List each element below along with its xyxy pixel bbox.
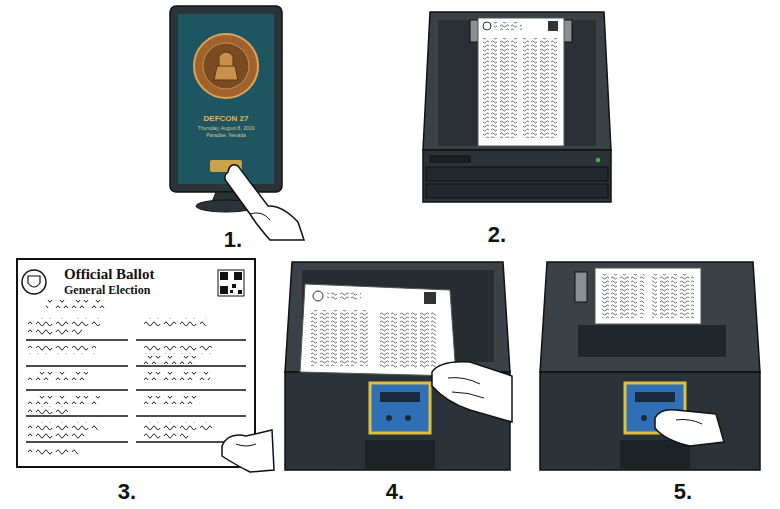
paper-ballot: Official BallotGeneral Election <box>16 258 256 468</box>
scanner-top <box>540 262 760 372</box>
hand-line <box>250 213 270 220</box>
hand <box>655 410 724 446</box>
screen-emblem <box>194 34 258 98</box>
scanner-top <box>285 262 510 372</box>
printer-roller <box>562 20 572 42</box>
ballot-scribble <box>140 318 206 326</box>
ballot-scribble <box>494 22 522 30</box>
ballot-rules <box>26 340 246 442</box>
ballot-qr <box>548 21 558 31</box>
ballot-scribble <box>28 318 100 326</box>
ballot-shield <box>28 276 40 287</box>
scanner-roller <box>575 272 587 302</box>
node-text: Paradise, Nevada <box>206 132 246 139</box>
scanner-display <box>635 392 675 402</box>
emblem-figure <box>214 52 238 80</box>
ballot-scribble <box>46 300 106 308</box>
ballot-scribble <box>140 422 212 430</box>
scanner-foot <box>365 440 435 470</box>
ballot-qr-cells <box>220 272 242 294</box>
scanner-display <box>380 392 420 402</box>
scanner-front <box>285 372 510 470</box>
ballot-scribble <box>28 396 100 404</box>
ballot-scribble <box>652 274 694 318</box>
scanner-button <box>660 415 666 421</box>
ballot-scribble <box>140 356 196 364</box>
ballot-qr <box>218 270 244 296</box>
ballot-scribble <box>140 346 212 354</box>
scanner-button <box>641 415 647 421</box>
printer-tray <box>438 20 596 146</box>
printer-top <box>423 12 611 150</box>
scanner-panel <box>370 383 430 433</box>
ballot-scribble <box>28 328 82 336</box>
scanner-tray <box>578 325 726 357</box>
tablet-base <box>196 200 256 212</box>
scanner-panel <box>625 383 685 433</box>
printer-front <box>423 150 611 202</box>
scanner-button <box>405 415 411 421</box>
ballot-scribble <box>378 312 436 368</box>
ballot-scribble <box>523 38 557 138</box>
screen-emblem-inner <box>203 43 249 89</box>
scanner-button <box>386 415 392 421</box>
screen-button <box>210 160 242 172</box>
printer-roller <box>470 20 480 42</box>
ballot-scribble <box>28 372 88 380</box>
ballot-scribble <box>140 396 200 404</box>
callout-number: 4. <box>386 479 404 505</box>
printer-led <box>596 158 600 162</box>
scanner-foot <box>620 440 690 470</box>
hand-line <box>676 420 702 425</box>
printer-slot <box>430 156 470 162</box>
ballot-scribble <box>28 406 68 414</box>
printer-drawer <box>426 167 608 181</box>
tablet-neck <box>212 192 240 202</box>
hand <box>432 362 512 422</box>
node-text: General Election <box>64 283 254 298</box>
tablet-screen: DEFCON 27 Thursday, August 8, 2019Paradis… <box>178 14 274 184</box>
printer-drawer <box>426 184 608 198</box>
ballot-qr <box>424 292 436 304</box>
ballot-scribble <box>327 292 361 300</box>
printed-ballot <box>478 18 564 146</box>
ballot-seal <box>313 291 323 301</box>
callout-number: 1. <box>224 227 242 253</box>
callout-number: 2. <box>488 222 506 248</box>
callout-number: 5. <box>674 479 692 505</box>
ballot-seal <box>483 22 491 30</box>
callout-number: 3. <box>118 479 136 505</box>
ballot-scribble <box>28 422 98 430</box>
hand-line <box>236 444 256 446</box>
tablet-bezel <box>170 6 282 192</box>
hand-line <box>448 378 484 398</box>
ballot-scribble <box>483 38 517 138</box>
node-text: Thursday, August 8, 2019 <box>198 125 255 132</box>
hand <box>225 165 304 240</box>
ballot-scribble <box>28 448 78 456</box>
ballot-scribble <box>28 346 96 354</box>
ballot-scribble <box>602 274 644 318</box>
scanned-ballot <box>595 268 701 324</box>
scanner-slot <box>302 270 494 362</box>
inserted-ballot <box>300 284 456 376</box>
ballot-scribble <box>140 372 210 380</box>
hand <box>222 430 274 472</box>
ballot-seal <box>22 270 46 294</box>
scanner-front <box>540 372 760 470</box>
ballot-scribble <box>28 432 84 440</box>
ballot-scribble <box>310 310 368 366</box>
node-text: DEFCON 27 <box>204 114 249 123</box>
node-text: Official Ballot <box>64 266 254 283</box>
ballot-scribble <box>140 432 188 440</box>
